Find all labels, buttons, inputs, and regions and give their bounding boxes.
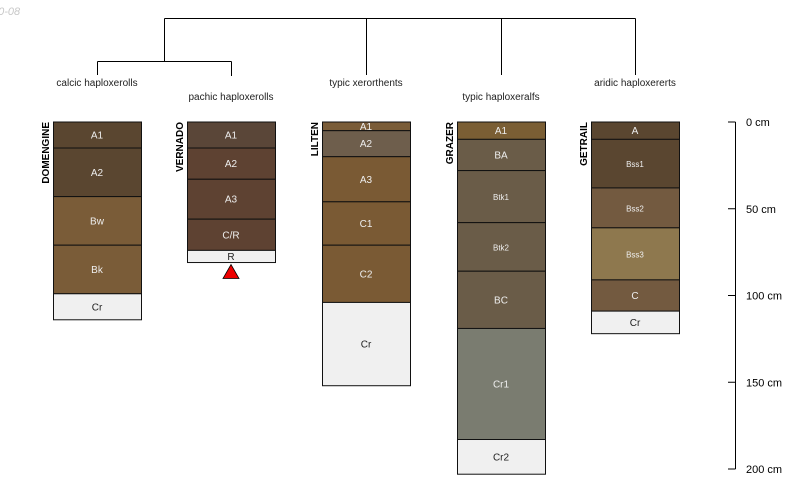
axis-tick-label: 150 cm <box>746 377 782 389</box>
horizon-bss3 <box>591 227 680 281</box>
horizon-label: Bss3 <box>626 250 644 259</box>
dendrogram-branch <box>366 18 636 75</box>
horizon-label: A1 <box>91 131 104 142</box>
horizon-label: Cr <box>630 318 641 329</box>
date-stamp: 10-08 <box>0 6 21 18</box>
horizon-label: Bw <box>90 216 105 227</box>
horizon-label: A3 <box>225 195 238 206</box>
horizon-c1 <box>322 201 411 246</box>
taxon-label: typic xerorthents <box>329 78 402 89</box>
horizon-label: A2 <box>225 159 238 170</box>
horizon-a2 <box>322 130 411 158</box>
horizon-label: A1 <box>360 122 373 133</box>
horizon-c2 <box>322 244 411 303</box>
horizon-c-r <box>187 218 276 251</box>
horizon-a1 <box>187 121 276 149</box>
horizon-cr <box>591 310 680 335</box>
dendrogram <box>97 18 636 76</box>
horizon-label: BA <box>494 150 508 161</box>
profile-name: GETRAIL <box>579 122 590 166</box>
profile-name: GRAZER <box>445 121 456 164</box>
taxon-label: calcic haploxerolls <box>56 78 137 89</box>
horizon-cr <box>53 293 142 321</box>
horizon-bw <box>53 196 142 246</box>
horizon-label: Btk1 <box>493 193 510 202</box>
horizon-label: A3 <box>360 175 373 186</box>
horizon-label: C1 <box>360 219 373 230</box>
horizon-label: Btk2 <box>493 243 510 252</box>
horizon-label: A2 <box>91 168 104 179</box>
bedrock-marker-icon <box>222 263 240 279</box>
horizon-cr <box>322 301 411 387</box>
horizon-cr2 <box>457 439 546 475</box>
horizon-label: BC <box>494 295 508 306</box>
taxon-label: typic haploxeralfs <box>462 92 539 103</box>
profile-name: VERNADO <box>175 122 186 172</box>
axis-tick-label: 200 cm <box>746 464 782 476</box>
profile-name: DOMENGINE <box>41 122 52 184</box>
axis-tick-label: 50 cm <box>746 204 776 216</box>
horizon-label: A1 <box>225 131 238 142</box>
dendrogram-branch <box>97 18 232 76</box>
taxon-label: pachic haploxerolls <box>188 92 273 103</box>
horizon-label: C/R <box>222 230 239 241</box>
horizon-c <box>591 279 680 312</box>
horizon-r <box>187 249 276 264</box>
horizon-label: Bss1 <box>626 160 644 169</box>
horizon-bc <box>457 270 546 329</box>
axis-tick-label: 0 cm <box>746 117 770 129</box>
horizon-bk <box>53 244 142 295</box>
horizon-label: A <box>632 126 639 137</box>
taxon-label: aridic haploxererts <box>594 78 676 89</box>
horizon-label: R <box>227 252 234 263</box>
horizon-btk1 <box>457 170 546 224</box>
axis-tick-label: 100 cm <box>746 291 782 303</box>
horizon-cr1 <box>457 327 546 441</box>
horizon-ba <box>457 138 546 172</box>
depth-axis: 0 cm 50 cm 100 cm 150 cm 200 cm <box>728 117 782 476</box>
horizon-a3 <box>187 178 276 220</box>
horizon-label: Cr <box>361 340 372 351</box>
horizon-label: Bss2 <box>626 204 644 213</box>
horizon-label: C2 <box>360 269 373 280</box>
horizon-label: Cr1 <box>493 379 510 390</box>
horizon-label: A2 <box>360 139 373 150</box>
profile-name: LILTEN <box>310 122 321 156</box>
horizon-label: C <box>631 291 638 302</box>
horizon-label: Bk <box>91 265 104 276</box>
horizon-label: A1 <box>495 126 508 137</box>
horizon-label: Cr <box>92 302 103 313</box>
horizon-label: Cr2 <box>493 452 510 463</box>
horizon-a2 <box>187 147 276 180</box>
horizon-a1 <box>53 121 142 149</box>
horizon-a3 <box>322 156 411 203</box>
